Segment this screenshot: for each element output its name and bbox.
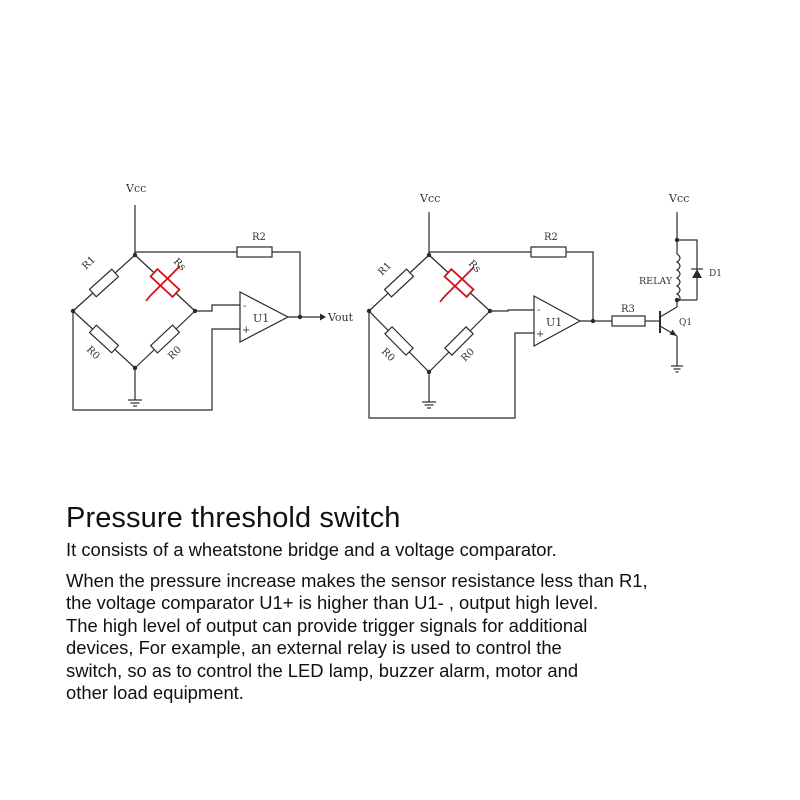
- page-title: Pressure threshold switch: [66, 502, 401, 534]
- left-rs-label: Rs: [171, 256, 188, 273]
- left-u1-label: U1: [253, 312, 269, 325]
- left-output-node: [297, 314, 303, 320]
- circuit-schematic: Vcc R1 Rs R0 R0 U1 - +: [70, 182, 722, 419]
- right-plus-label: +: [536, 329, 544, 340]
- left-r2-feedback-wire-left: [134, 251, 237, 255]
- left-ground-icon: [128, 399, 142, 407]
- left-vcc-label: Vcc: [125, 182, 146, 195]
- right-r3-label: R3: [621, 304, 635, 315]
- right-vcc-label: Vcc: [419, 192, 440, 205]
- right-q1-ground-icon: [671, 365, 683, 373]
- left-r0-right-label: R0: [166, 345, 184, 363]
- right-r0-left-label: R0: [379, 346, 397, 364]
- left-minus-input-wire: [195, 304, 240, 312]
- description-line: It consists of a wheatstone bridge and a…: [66, 539, 557, 560]
- left-r0-right-resistor: [149, 324, 181, 354]
- right-d1-label: D1: [709, 269, 722, 279]
- left-plus-input-wire: [72, 311, 240, 411]
- left-rs-variable-arrow: [149, 265, 181, 297]
- right-diode-d1: [691, 258, 703, 300]
- right-r2-feedback-wire-left: [428, 251, 531, 255]
- right-transistor-q1: [659, 306, 678, 337]
- right-relay-bottom-node: [674, 297, 680, 303]
- left-r1-resistor: [88, 268, 120, 298]
- paragraph-line: The high level of output can provide tri…: [66, 614, 588, 636]
- right-minus-input-wire: [490, 309, 534, 312]
- left-r0-left-resistor: [88, 324, 120, 354]
- right-r0-right-label: R0: [459, 347, 477, 365]
- right-r1-resistor: [383, 268, 415, 298]
- right-minus-label: -: [537, 305, 540, 316]
- right-r1-label: R1: [376, 261, 394, 279]
- left-r2-feedback-wire-right: [272, 251, 301, 317]
- description-block: Pressure threshold switch It consists of…: [66, 500, 766, 705]
- right-output-node: [590, 318, 596, 324]
- right-opamp-u1: [533, 294, 582, 348]
- left-vout-label: Vout: [327, 311, 354, 324]
- left-r0-left-label: R0: [84, 344, 102, 362]
- right-r0-left-resistor: [384, 325, 414, 357]
- left-rs-sensor-resistor: [149, 267, 181, 299]
- right-r3-resistor: [611, 315, 646, 327]
- left-output-arrow: [320, 313, 326, 321]
- paragraph-line: the voltage comparator U1+ is higher tha…: [66, 592, 599, 613]
- left-opamp-u1: [239, 291, 290, 343]
- description-paragraph: When the pressure increase makes the sen…: [66, 570, 766, 705]
- left-rs-variable-tail: [145, 295, 151, 302]
- right-relay-label: RELAY: [639, 276, 673, 287]
- right-r2-resistor: [530, 246, 567, 258]
- right-ground-icon: [422, 401, 436, 409]
- right-circuit: Vcc R1 Rs R0 R0 U1 - +: [366, 192, 722, 419]
- paragraph-line: switch, so as to control the LED lamp, b…: [66, 659, 579, 681]
- paragraph-line: other load equipment.: [66, 682, 244, 703]
- right-rs-variable-tail: [439, 296, 445, 303]
- right-plus-input-wire: [368, 311, 534, 419]
- paragraph-line: When the pressure increase makes the sen…: [66, 569, 648, 591]
- right-r0-right-resistor: [444, 326, 474, 356]
- right-relay-top-wire: [677, 239, 698, 258]
- left-plus-label: +: [242, 325, 250, 336]
- left-r2-resistor: [236, 246, 273, 258]
- right-q1-label: Q1: [679, 318, 692, 328]
- paragraph-line: devices, For example, an external relay …: [66, 637, 562, 658]
- right-rs-variable-arrow: [443, 266, 475, 298]
- left-circuit: Vcc R1 Rs R0 R0 U1 - +: [70, 182, 354, 411]
- right-r2-feedback-wire-right: [566, 251, 594, 321]
- left-minus-label: -: [243, 301, 246, 312]
- right-relay-coil: [675, 253, 681, 303]
- left-r1-label: R1: [80, 255, 98, 273]
- left-r2-label: R2: [252, 232, 266, 243]
- right-u1-label: U1: [546, 316, 562, 329]
- right-r2-label: R2: [544, 232, 558, 243]
- right-vcc-relay-label: Vcc: [668, 192, 689, 205]
